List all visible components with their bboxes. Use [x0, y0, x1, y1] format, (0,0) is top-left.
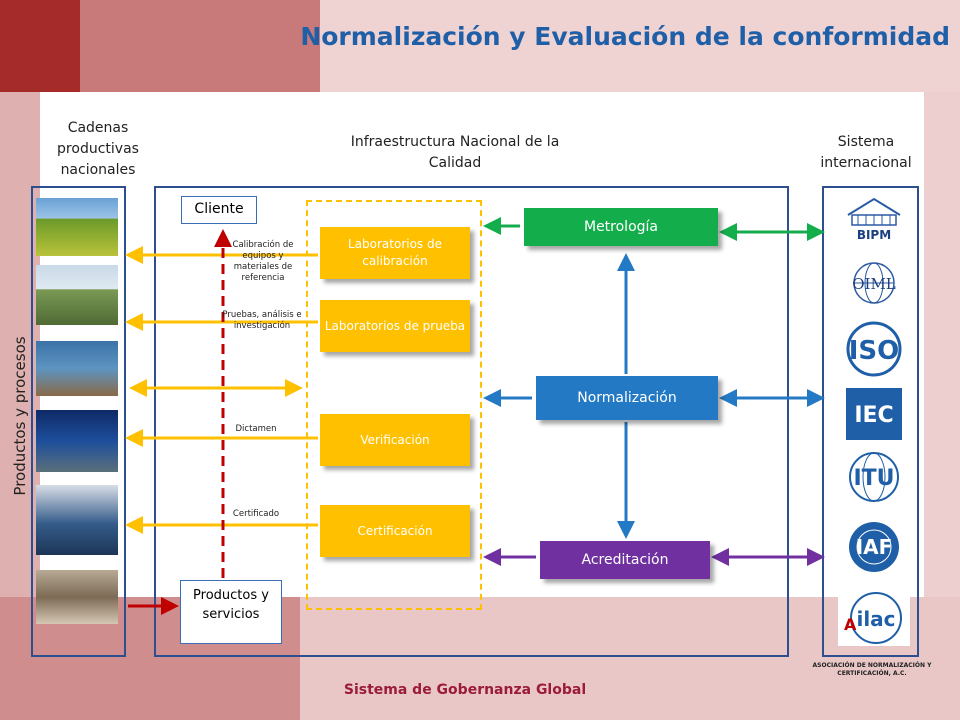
logo-bipm: BIPM: [838, 190, 910, 248]
bg-block-dark: [0, 0, 80, 92]
left-frame: [31, 186, 126, 657]
logo-ilac-text: ilac: [856, 607, 895, 631]
cliente-box: Cliente: [181, 196, 257, 224]
logo-iso-text: ISO: [849, 336, 900, 366]
diagram-panel: [40, 92, 924, 597]
service-laboratorios-calibracion: Laboratorios de calibración: [320, 227, 470, 279]
label-calibracion: Calibración de equipos y materiales de r…: [232, 240, 294, 283]
photo-industry: [36, 410, 118, 472]
logo-oiml: OIML: [838, 254, 910, 312]
center-frame: [154, 186, 789, 657]
box-acreditacion: Acreditación: [540, 541, 710, 579]
productos-servicios-box: Productos y servicios: [180, 580, 282, 644]
right-frame: [822, 186, 919, 657]
bg-block-medium: [80, 0, 320, 92]
label-dictamen: Dictamen: [235, 424, 277, 434]
service-laboratorios-prueba: Laboratorios de prueba: [320, 300, 470, 352]
bg-block-light: [320, 0, 960, 92]
header-sistema-internacional: Sistema internacional: [820, 134, 912, 171]
logo-ilac: ilac A: [838, 588, 910, 646]
logo-iaf-text: IAF: [856, 535, 893, 559]
label-pruebas: Pruebas, análisis e investigación: [222, 310, 302, 331]
service-verificacion: Verificación: [320, 414, 470, 466]
logo-iec-text: IEC: [854, 403, 893, 428]
photo-cattle: [36, 265, 118, 325]
footer-title: Sistema de Gobernanza Global: [343, 682, 587, 698]
logo-bipm-text: BIPM: [857, 228, 891, 242]
anc-text: ASOCIACIÓN DE NORMALIZACIÓN Y CERTIFICAC…: [812, 662, 932, 677]
logo-iso: ISO: [838, 320, 910, 378]
header-infraestructura: Infraestructura Nacional de la Calidad: [350, 134, 560, 171]
services-dashed-group: [306, 200, 482, 610]
box-normalizacion: Normalización: [536, 376, 718, 420]
logo-iec: IEC: [838, 385, 910, 443]
bg-block-right: [924, 92, 960, 597]
logo-iaf: IAF: [838, 518, 910, 576]
photo-people: [36, 570, 118, 624]
logo-ilac-mark: A: [844, 615, 857, 634]
photo-manufacturing: [36, 485, 118, 555]
photo-field: [36, 198, 118, 256]
logo-itu: ITU: [838, 448, 910, 506]
label-certificado: Certificado: [232, 509, 280, 519]
photo-fishing: [36, 341, 118, 396]
logo-oiml-text: OIML: [852, 275, 896, 293]
service-certificacion: Certificación: [320, 505, 470, 557]
header-cadenas: Cadenas productivas nacionales: [57, 120, 139, 178]
logo-itu-text: ITU: [853, 466, 894, 491]
page-title: Normalización y Evaluación de la conform…: [300, 22, 950, 51]
box-metrologia: Metrología: [524, 208, 718, 246]
